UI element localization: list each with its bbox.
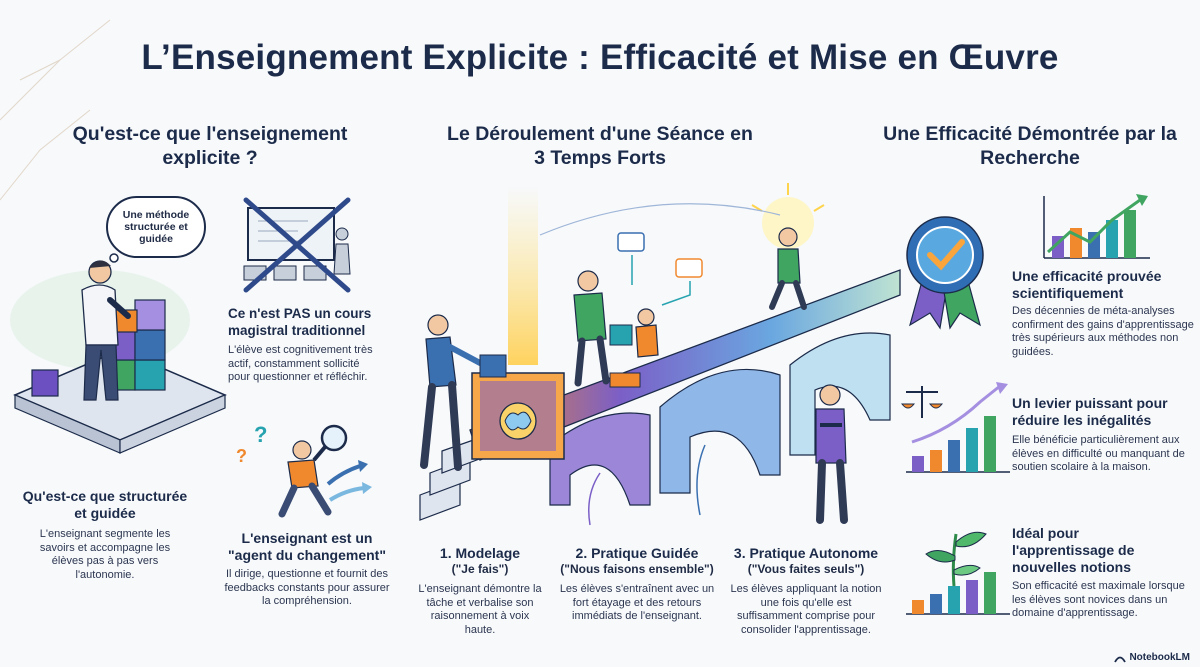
thought-bubble-text: Une méthode structurée et guidée [122,209,190,245]
step-2-title: 2. Pratique Guidée [575,545,699,561]
crossed-lecture-icon [243,197,351,293]
svg-text:?: ? [254,422,267,447]
step-2-subtitle: ("Nous faisons ensemble") [560,562,714,576]
agent-title: L'enseignant est un "agent du changement… [228,530,386,563]
structured-title: Qu'est-ce que structurée et guidée [22,488,188,521]
step-3-text: Les élèves appliquant la notion une fois… [730,583,882,636]
middle-section-heading: Le Déroulement d'une Séance en 3 Temps F… [447,123,753,169]
network-decoration [0,19,111,201]
step-1-subtitle: ("Je fais") [451,562,509,576]
left-section-heading: Qu'est-ce que l'enseignement explicite ? [72,123,348,169]
balance-scale-icon [900,382,1010,473]
step-1-text: L'enseignant démontre la tâche et verbal… [418,583,542,636]
not-lecture-title: Ce n'est PAS un cours magistral traditio… [228,306,372,338]
brand-label: NotebookLM [1129,652,1190,663]
svg-text:?: ? [236,446,247,466]
right-section-heading: Une Efficacité Démontrée par la Recherch… [883,123,1177,169]
thought-bubble: Une méthode structurée et guidée [106,196,206,258]
rising-chart-icon [1043,194,1150,259]
right-item-2-title: Un levier puissant pour réduire les inég… [1012,395,1168,428]
right-item-1-text: Des décennies de méta-analyses confirmen… [1012,305,1194,358]
notebooklm-logo-icon [1114,656,1127,662]
step-3-subtitle: ("Vous faites seuls") [747,562,865,576]
step-2-text: Les élèves s'entraînent avec un fort éta… [559,583,715,622]
not-lecture-text: L'élève est cognitivement très actif, co… [228,344,373,383]
notebooklm-brand: NotebookLM [1114,652,1190,663]
teacher-blocks-illustration [10,260,227,454]
right-item-2-text: Elle bénéficie particulièrement aux élèv… [1012,434,1185,473]
page-title: L’Enseignement Explicite : Efficacité et… [141,38,1059,77]
award-ribbon-icon [906,216,984,330]
plant-growth-icon [906,531,1010,615]
structured-text: L'enseignant segmente les savoirs et acc… [39,528,171,581]
step-1-title: 1. Modelage [439,545,521,561]
bridge-progression-illustration [419,183,901,526]
right-item-3-title: Idéal pour l'apprentissage de nouvelles … [1012,525,1135,575]
right-item-3-text: Son efficacité est maximale lorsque les … [1012,580,1185,619]
agent-text: Il dirige, questionne et fournit des fee… [224,568,390,607]
right-item-1-title: Une efficacité prouvée scientifiquement [1012,268,1162,301]
step-3-title: 3. Pratique Autonome [733,545,879,561]
agent-change-illustration: ? ? [236,422,372,518]
